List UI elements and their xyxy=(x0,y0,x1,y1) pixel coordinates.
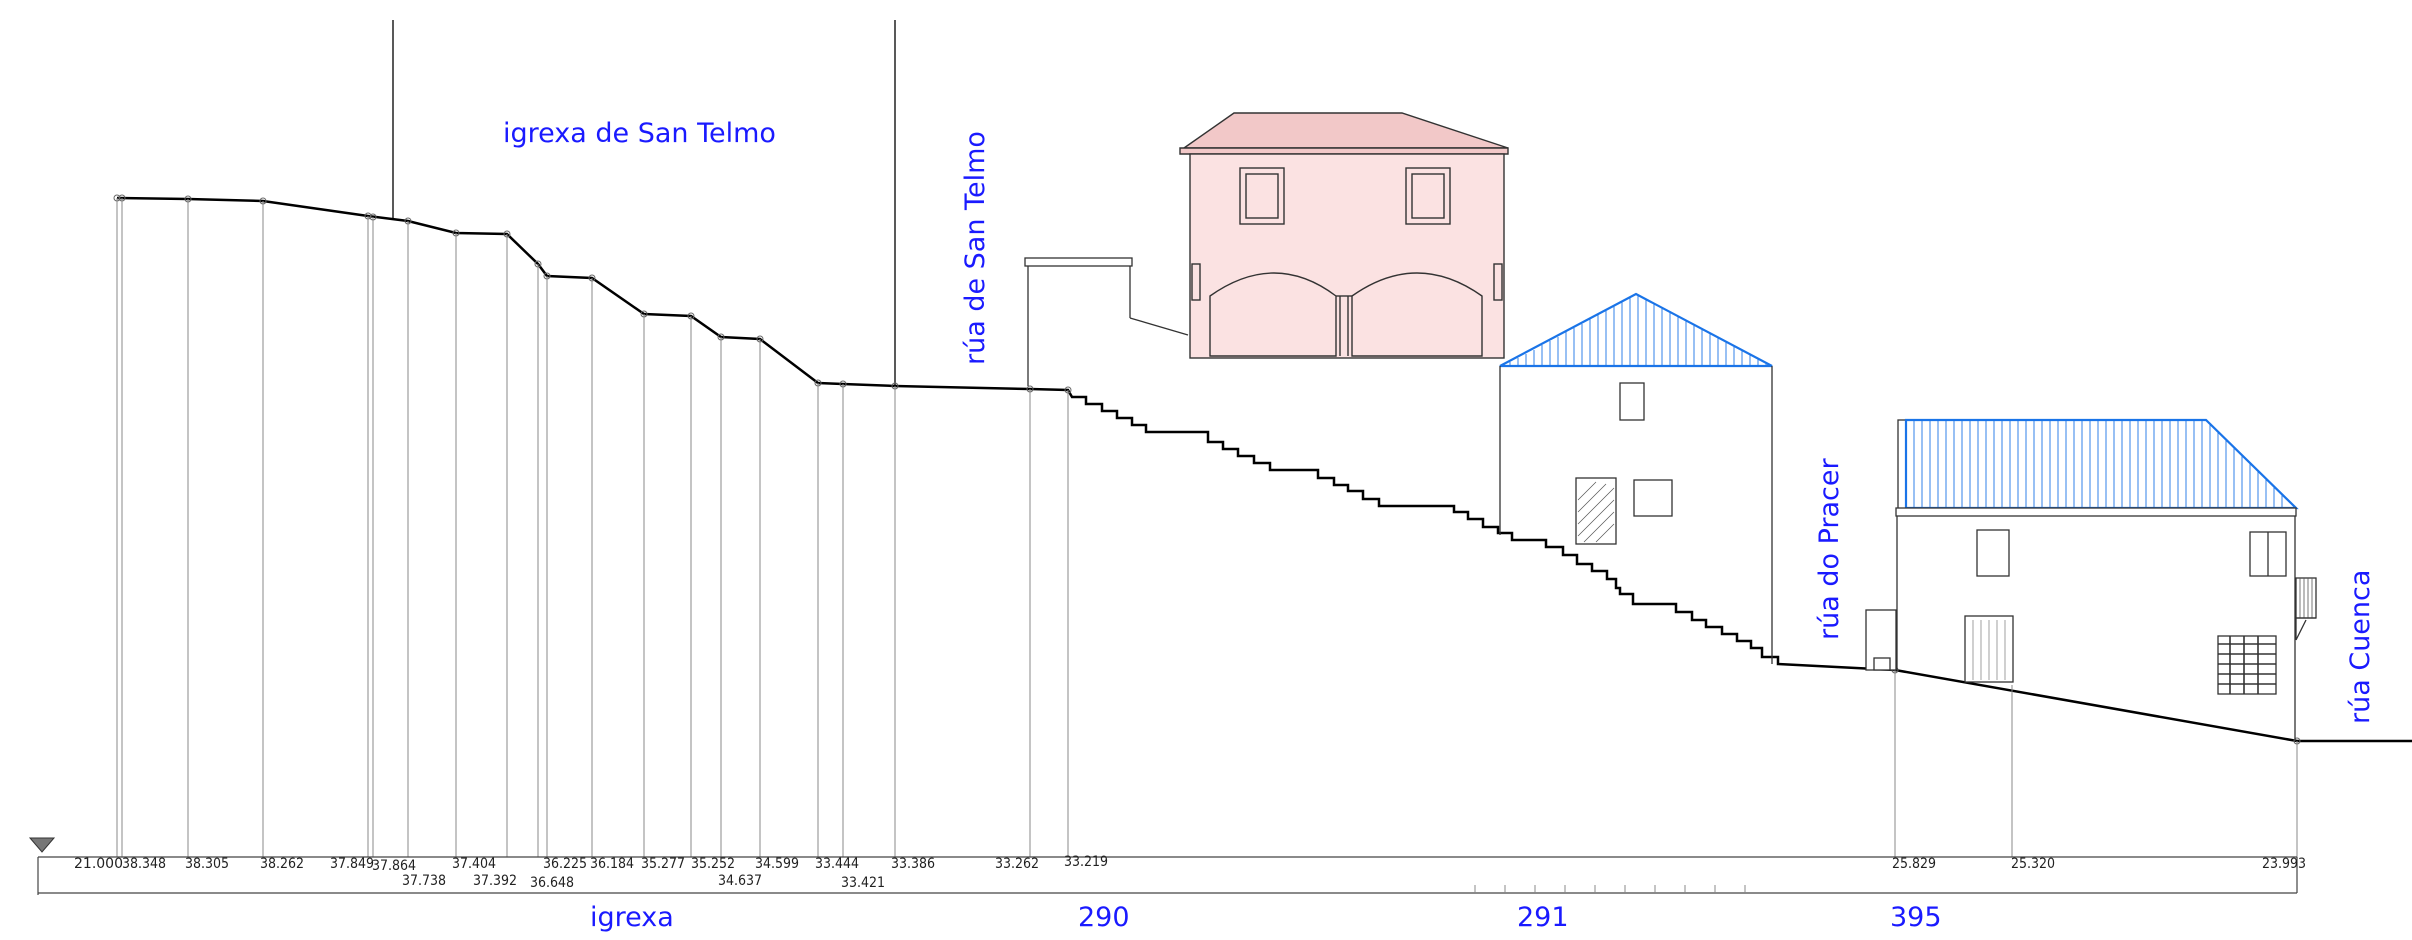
house-395-roof xyxy=(1904,418,2299,510)
lot-label-290: 290 xyxy=(1078,902,1130,933)
elevation-labels-upper: 21.000 38.348 38.305 38.262 37.849 37.86… xyxy=(74,854,2306,874)
lot-label-igrexa: igrexa xyxy=(590,902,674,933)
svg-text:37.404: 37.404 xyxy=(452,856,496,872)
terrain-profile xyxy=(116,196,2412,743)
svg-text:25.829: 25.829 xyxy=(1892,856,1936,872)
house-395 xyxy=(1865,418,2317,741)
svg-text:33.444: 33.444 xyxy=(815,856,859,872)
svg-text:37.849: 37.849 xyxy=(330,856,374,872)
svg-text:25.320: 25.320 xyxy=(2011,856,2055,872)
svg-text:38.305: 38.305 xyxy=(185,856,229,872)
svg-text:33.262: 33.262 xyxy=(995,856,1039,872)
elevation-leaders xyxy=(116,198,2298,857)
lot-label-291: 291 xyxy=(1517,902,1569,933)
house-291-window xyxy=(1619,382,1645,421)
svg-text:38.348: 38.348 xyxy=(122,856,166,872)
street-label-cuenca: rúa Cuenca xyxy=(2345,570,2376,724)
svg-text:33.219: 33.219 xyxy=(1064,854,1108,870)
svg-text:35.277: 35.277 xyxy=(641,856,685,872)
svg-text:33.386: 33.386 xyxy=(891,856,935,872)
svg-text:34.637: 34.637 xyxy=(718,873,762,889)
house-291-roof xyxy=(1499,292,1773,368)
svg-text:35.252: 35.252 xyxy=(691,856,735,872)
church-label: igrexa de San Telmo xyxy=(503,118,776,149)
lot-labels: igrexa 290 291 395 xyxy=(590,902,1942,933)
svg-text:36.648: 36.648 xyxy=(530,875,574,891)
house-290-arch xyxy=(1351,272,1483,357)
house-290-window xyxy=(1405,167,1451,225)
svg-text:37.392: 37.392 xyxy=(473,873,517,889)
svg-text:37.864: 37.864 xyxy=(372,858,416,874)
svg-text:34.599: 34.599 xyxy=(755,856,799,872)
house-290-pink xyxy=(1179,112,1509,359)
house-290-window xyxy=(1239,167,1285,225)
svg-text:23.993: 23.993 xyxy=(2262,856,2306,872)
lot-label-395: 395 xyxy=(1890,902,1942,933)
garden-wall xyxy=(1024,257,1189,386)
svg-text:33.421: 33.421 xyxy=(841,875,885,891)
street-label-san-telmo: rúa de San Telmo xyxy=(960,131,991,365)
svg-text:37.738: 37.738 xyxy=(402,873,446,889)
house-291-window xyxy=(1633,479,1673,517)
svg-text:38.262: 38.262 xyxy=(260,856,304,872)
street-label-pracer: rúa do Pracer xyxy=(1814,458,1845,640)
scale-ticks xyxy=(1474,885,1746,893)
datum-label: 21.000 xyxy=(74,856,123,872)
datum-baseline xyxy=(37,856,2298,895)
house-290-roof xyxy=(1181,112,1509,149)
svg-text:36.184: 36.184 xyxy=(590,856,634,872)
datum-triangle-icon xyxy=(28,837,56,853)
house-291-door xyxy=(1575,477,1617,545)
house-291 xyxy=(1499,292,1773,664)
house-290-arch xyxy=(1209,272,1337,357)
house-395-window xyxy=(1976,529,2010,577)
elevation-labels-lower: 37.738 37.392 36.648 34.637 33.421 xyxy=(402,873,885,891)
church-outline xyxy=(392,20,896,385)
svg-text:36.225: 36.225 xyxy=(543,856,587,872)
